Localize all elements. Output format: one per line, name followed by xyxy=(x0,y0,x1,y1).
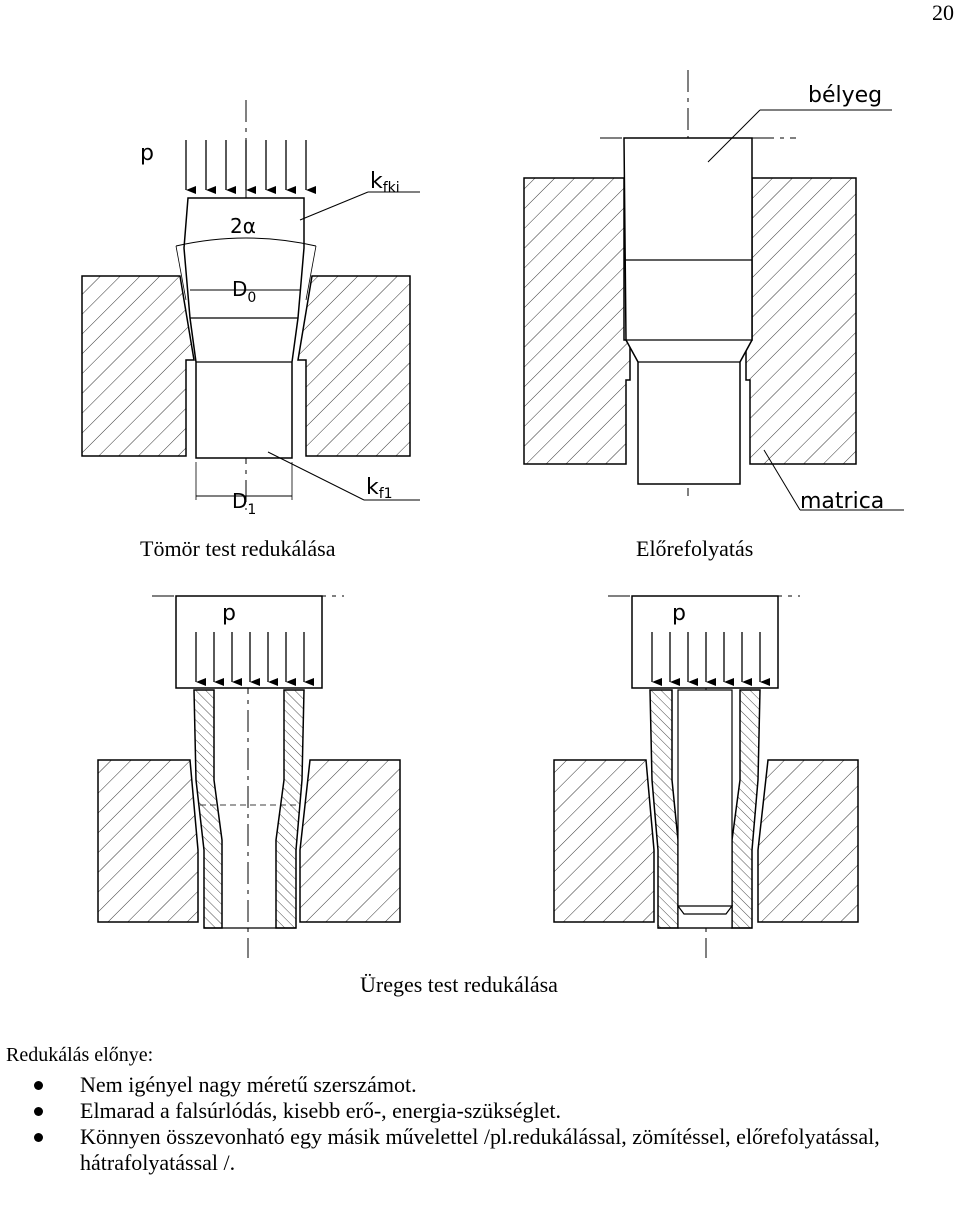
caption-solid-reduction: Tömör test redukálása xyxy=(140,536,336,561)
caption-hollow-reduction: Üreges test redukálása xyxy=(360,972,558,997)
figure-hollow-reduction-right xyxy=(553,595,859,958)
bullet-icon xyxy=(34,1107,43,1116)
figure-hollow-reduction-left xyxy=(97,595,401,958)
bullet-icon xyxy=(34,1133,43,1142)
figure-solid-reduction xyxy=(81,100,420,510)
belyeg-label: bélyeg xyxy=(808,83,882,108)
caption-forward-extrusion: Előrefolyatás xyxy=(636,536,754,561)
advantage-text: Könnyen összevonható egy másik művelette… xyxy=(80,1124,880,1175)
matrica-label: matrica xyxy=(800,489,884,514)
advantages-list: Nem igényel nagy méretű szerszámot. Elma… xyxy=(0,1072,950,1176)
page-number: 20 xyxy=(932,0,954,25)
kfki-label: kfki xyxy=(370,169,400,196)
list-item: Könnyen összevonható egy másik művelette… xyxy=(0,1124,950,1176)
figure-forward-extrusion xyxy=(523,70,904,511)
two-alpha-label: 2α xyxy=(230,214,256,238)
d1-label: D1 xyxy=(232,489,256,518)
advantages-title: Redukálás előnye: xyxy=(6,1044,154,1066)
bullet-icon xyxy=(34,1081,43,1090)
pressure-label: p xyxy=(140,141,154,166)
list-item: Nem igényel nagy méretű szerszámot. xyxy=(0,1072,950,1098)
list-item: Elmarad a falsúrlódás, kisebb erő-, ener… xyxy=(0,1098,950,1124)
advantage-text: Nem igényel nagy méretű szerszámot. xyxy=(80,1072,417,1097)
kf1-label: kf1 xyxy=(366,475,393,502)
pressure-label-2: p xyxy=(222,601,236,626)
d0-label: D0 xyxy=(232,277,256,306)
pressure-label-3: p xyxy=(672,601,686,626)
advantage-text: Elmarad a falsúrlódás, kisebb erő-, ener… xyxy=(80,1098,561,1123)
